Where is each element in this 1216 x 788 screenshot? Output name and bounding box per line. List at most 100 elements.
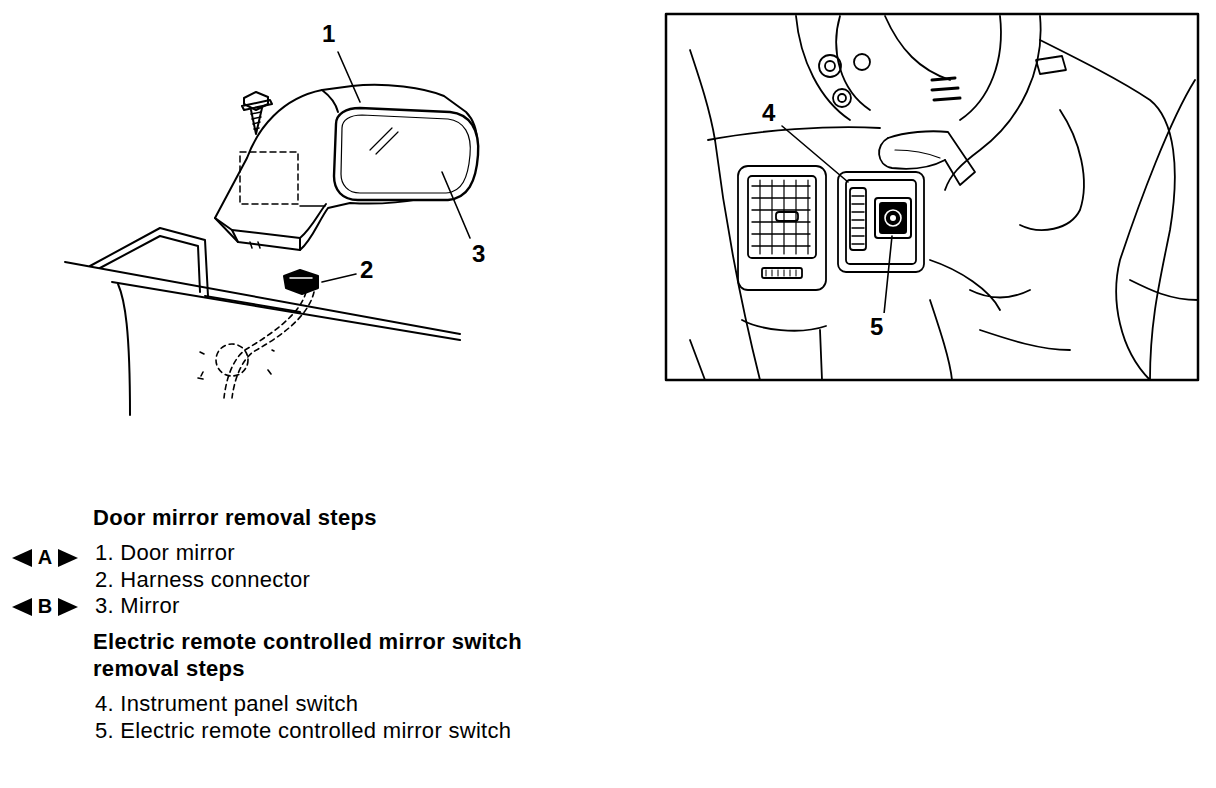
reference-marker	[12, 549, 32, 567]
lever	[895, 150, 940, 158]
air-vent	[738, 166, 826, 290]
dashboard	[945, 16, 1041, 190]
air-vent	[738, 166, 826, 290]
air-vent	[762, 268, 802, 278]
door-panel	[90, 228, 208, 296]
leader-line	[322, 274, 356, 282]
air-vent	[752, 186, 810, 246]
instrument-panel-switch	[846, 180, 916, 264]
dashboard	[854, 54, 870, 70]
bolt	[251, 112, 261, 129]
harness-connector	[284, 270, 318, 294]
door-mirror	[250, 242, 260, 248]
air-vent	[760, 180, 808, 254]
reference-marker	[58, 549, 78, 567]
callout-number: 4	[760, 99, 777, 128]
lever	[879, 131, 975, 185]
door-panel	[100, 236, 200, 292]
dashboard	[1130, 280, 1198, 300]
dashboard	[1036, 56, 1066, 74]
door-mirror	[322, 90, 338, 112]
dashboard	[796, 16, 850, 120]
dashboard	[930, 260, 1030, 310]
mirror-switch	[880, 203, 906, 233]
air-vent	[748, 176, 816, 258]
leader-line	[884, 236, 892, 314]
callout-number: 2	[358, 256, 375, 285]
reference-marker	[58, 598, 78, 616]
harness-connector	[284, 270, 318, 294]
mirror-switch	[875, 198, 911, 238]
air-vent	[776, 212, 798, 221]
dashboard	[833, 89, 851, 107]
dashboard	[819, 55, 841, 77]
dashboard	[742, 320, 826, 331]
harness-wire	[232, 292, 314, 398]
mirror-glass	[334, 108, 478, 200]
dashboard	[885, 16, 950, 80]
reference-marker	[12, 598, 32, 616]
callout-number: 5	[868, 313, 885, 342]
reference-letter: A	[35, 545, 55, 569]
mirror-glass	[370, 128, 398, 154]
step-item: 2. Harness connector	[95, 567, 310, 593]
bolt	[242, 92, 272, 134]
door-panel	[65, 262, 460, 334]
leader-line	[782, 126, 892, 314]
door-panel	[65, 228, 460, 415]
dashboard	[690, 330, 822, 380]
section-heading: Door mirror removal steps	[93, 505, 377, 531]
hole-marks	[198, 350, 274, 379]
harness-wire	[216, 344, 248, 376]
bolt	[251, 108, 262, 134]
instrument-panel-switch	[838, 172, 924, 272]
dashboard	[1020, 110, 1084, 230]
door-mirror	[215, 85, 477, 250]
leader-line	[322, 52, 470, 282]
door-mirror	[232, 230, 300, 250]
callout-number: 1	[320, 20, 337, 49]
step-item: 3. Mirror	[95, 593, 180, 619]
mirror-switch	[875, 198, 911, 238]
section-heading: Electric remote controlled mirror switch…	[93, 628, 563, 682]
door-mirror	[300, 204, 326, 238]
dashboard	[690, 16, 1198, 380]
instrument-panel-switch	[852, 196, 864, 244]
leader-line	[442, 172, 470, 238]
mirror-glass	[334, 108, 478, 200]
hole-marks	[198, 350, 274, 379]
instrument-panel-switch	[838, 172, 924, 272]
mirror-glass	[341, 115, 470, 193]
harness-wire	[216, 292, 314, 398]
dashboard	[708, 127, 880, 140]
door-mirror	[240, 152, 298, 204]
lever	[879, 138, 945, 169]
mirror-switch	[890, 215, 896, 221]
dashboard	[932, 78, 960, 100]
door-mirror	[215, 85, 477, 250]
bolt	[242, 100, 272, 110]
step-item: 1. Door mirror	[95, 540, 235, 566]
step-item: 4. Instrument panel switch	[95, 691, 358, 717]
callout-number: 3	[470, 240, 487, 269]
dashboard	[1040, 40, 1175, 380]
dashboard	[825, 61, 835, 71]
reference-letter: B	[35, 594, 55, 618]
dashboard	[690, 50, 715, 140]
dashboard	[930, 300, 952, 380]
leader-line	[338, 52, 360, 102]
instrument-panel-switch	[850, 188, 866, 250]
dashboard	[960, 16, 1001, 120]
dashboard	[838, 94, 846, 102]
mirror-switch	[885, 210, 901, 226]
door-panel	[118, 284, 130, 415]
harness-connector	[290, 277, 312, 279]
door-panel	[205, 296, 300, 312]
dashboard	[980, 330, 1070, 350]
leader-line	[782, 126, 848, 182]
inset-frame	[666, 14, 1198, 380]
dashboard	[1116, 80, 1195, 380]
door-mirror	[300, 205, 325, 207]
step-item: 5. Electric remote controlled mirror swi…	[95, 718, 525, 744]
lever	[888, 131, 975, 185]
